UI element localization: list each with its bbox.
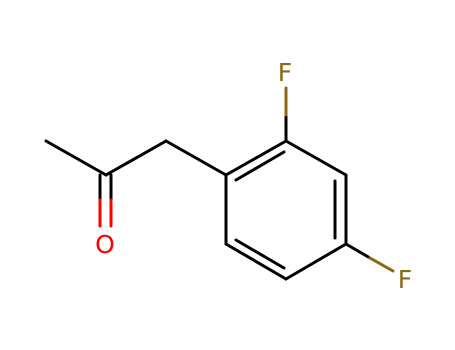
bond-methyl-carbonyl [44, 139, 108, 177]
bond-c4-f-fluorine [368, 256, 395, 273]
ring-bond-c4-c5 [284, 242, 348, 281]
bond-methylene-ring [164, 139, 228, 177]
ring-bond-c5-c6 [224, 242, 288, 281]
bond-carbonyl-methylene [104, 139, 168, 177]
bond-c4-f-carbon [344, 242, 372, 260]
ring-bond-c1-c2 [224, 139, 288, 177]
fluorine-top-atom-label: F [278, 58, 292, 87]
ring-double-bond-inner-top [234, 150, 286, 182]
fluorine-right-atom-label: F [398, 265, 412, 294]
ring-bond-c2-c3 [284, 139, 348, 177]
ring-double-bond-inner-bottom [234, 238, 286, 270]
oxygen-atom-label: O [95, 230, 115, 259]
